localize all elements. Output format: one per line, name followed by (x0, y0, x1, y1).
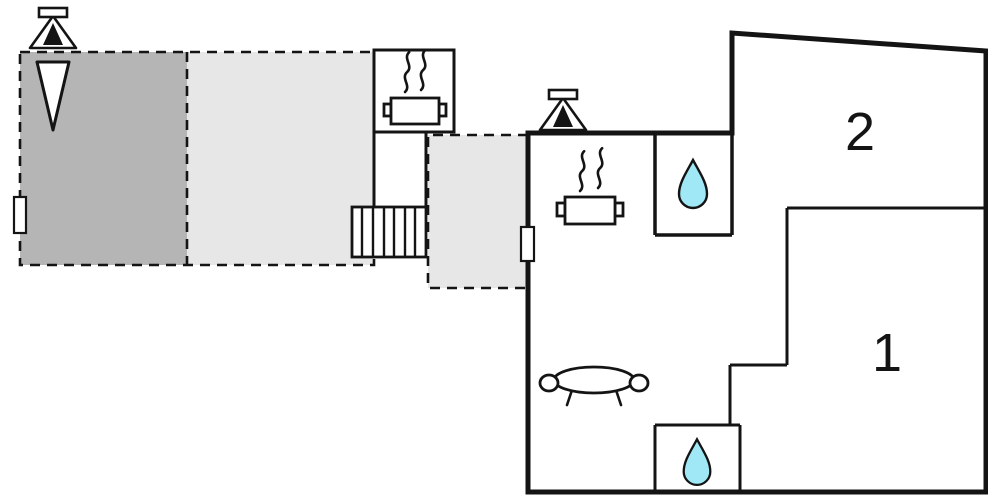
terrace-side-area (428, 135, 528, 288)
stairs-icon (350, 205, 428, 259)
stove-steam-icon-annex (382, 48, 448, 126)
terrace-side (426, 133, 528, 290)
room-1-label: 1 (872, 323, 902, 383)
room-2-label: 2 (845, 102, 875, 162)
terrace-light-area (187, 52, 374, 265)
door-opening-marker-terrace (12, 195, 28, 235)
terrace-main (12, 50, 376, 267)
door-opening-marker-house (519, 225, 536, 263)
sofa-icon (538, 365, 650, 407)
pennant-icon (35, 60, 71, 132)
stove-steam-icon-kitchen (555, 146, 625, 226)
terrace-side-outline (426, 133, 528, 290)
interior-walls (653, 133, 986, 492)
